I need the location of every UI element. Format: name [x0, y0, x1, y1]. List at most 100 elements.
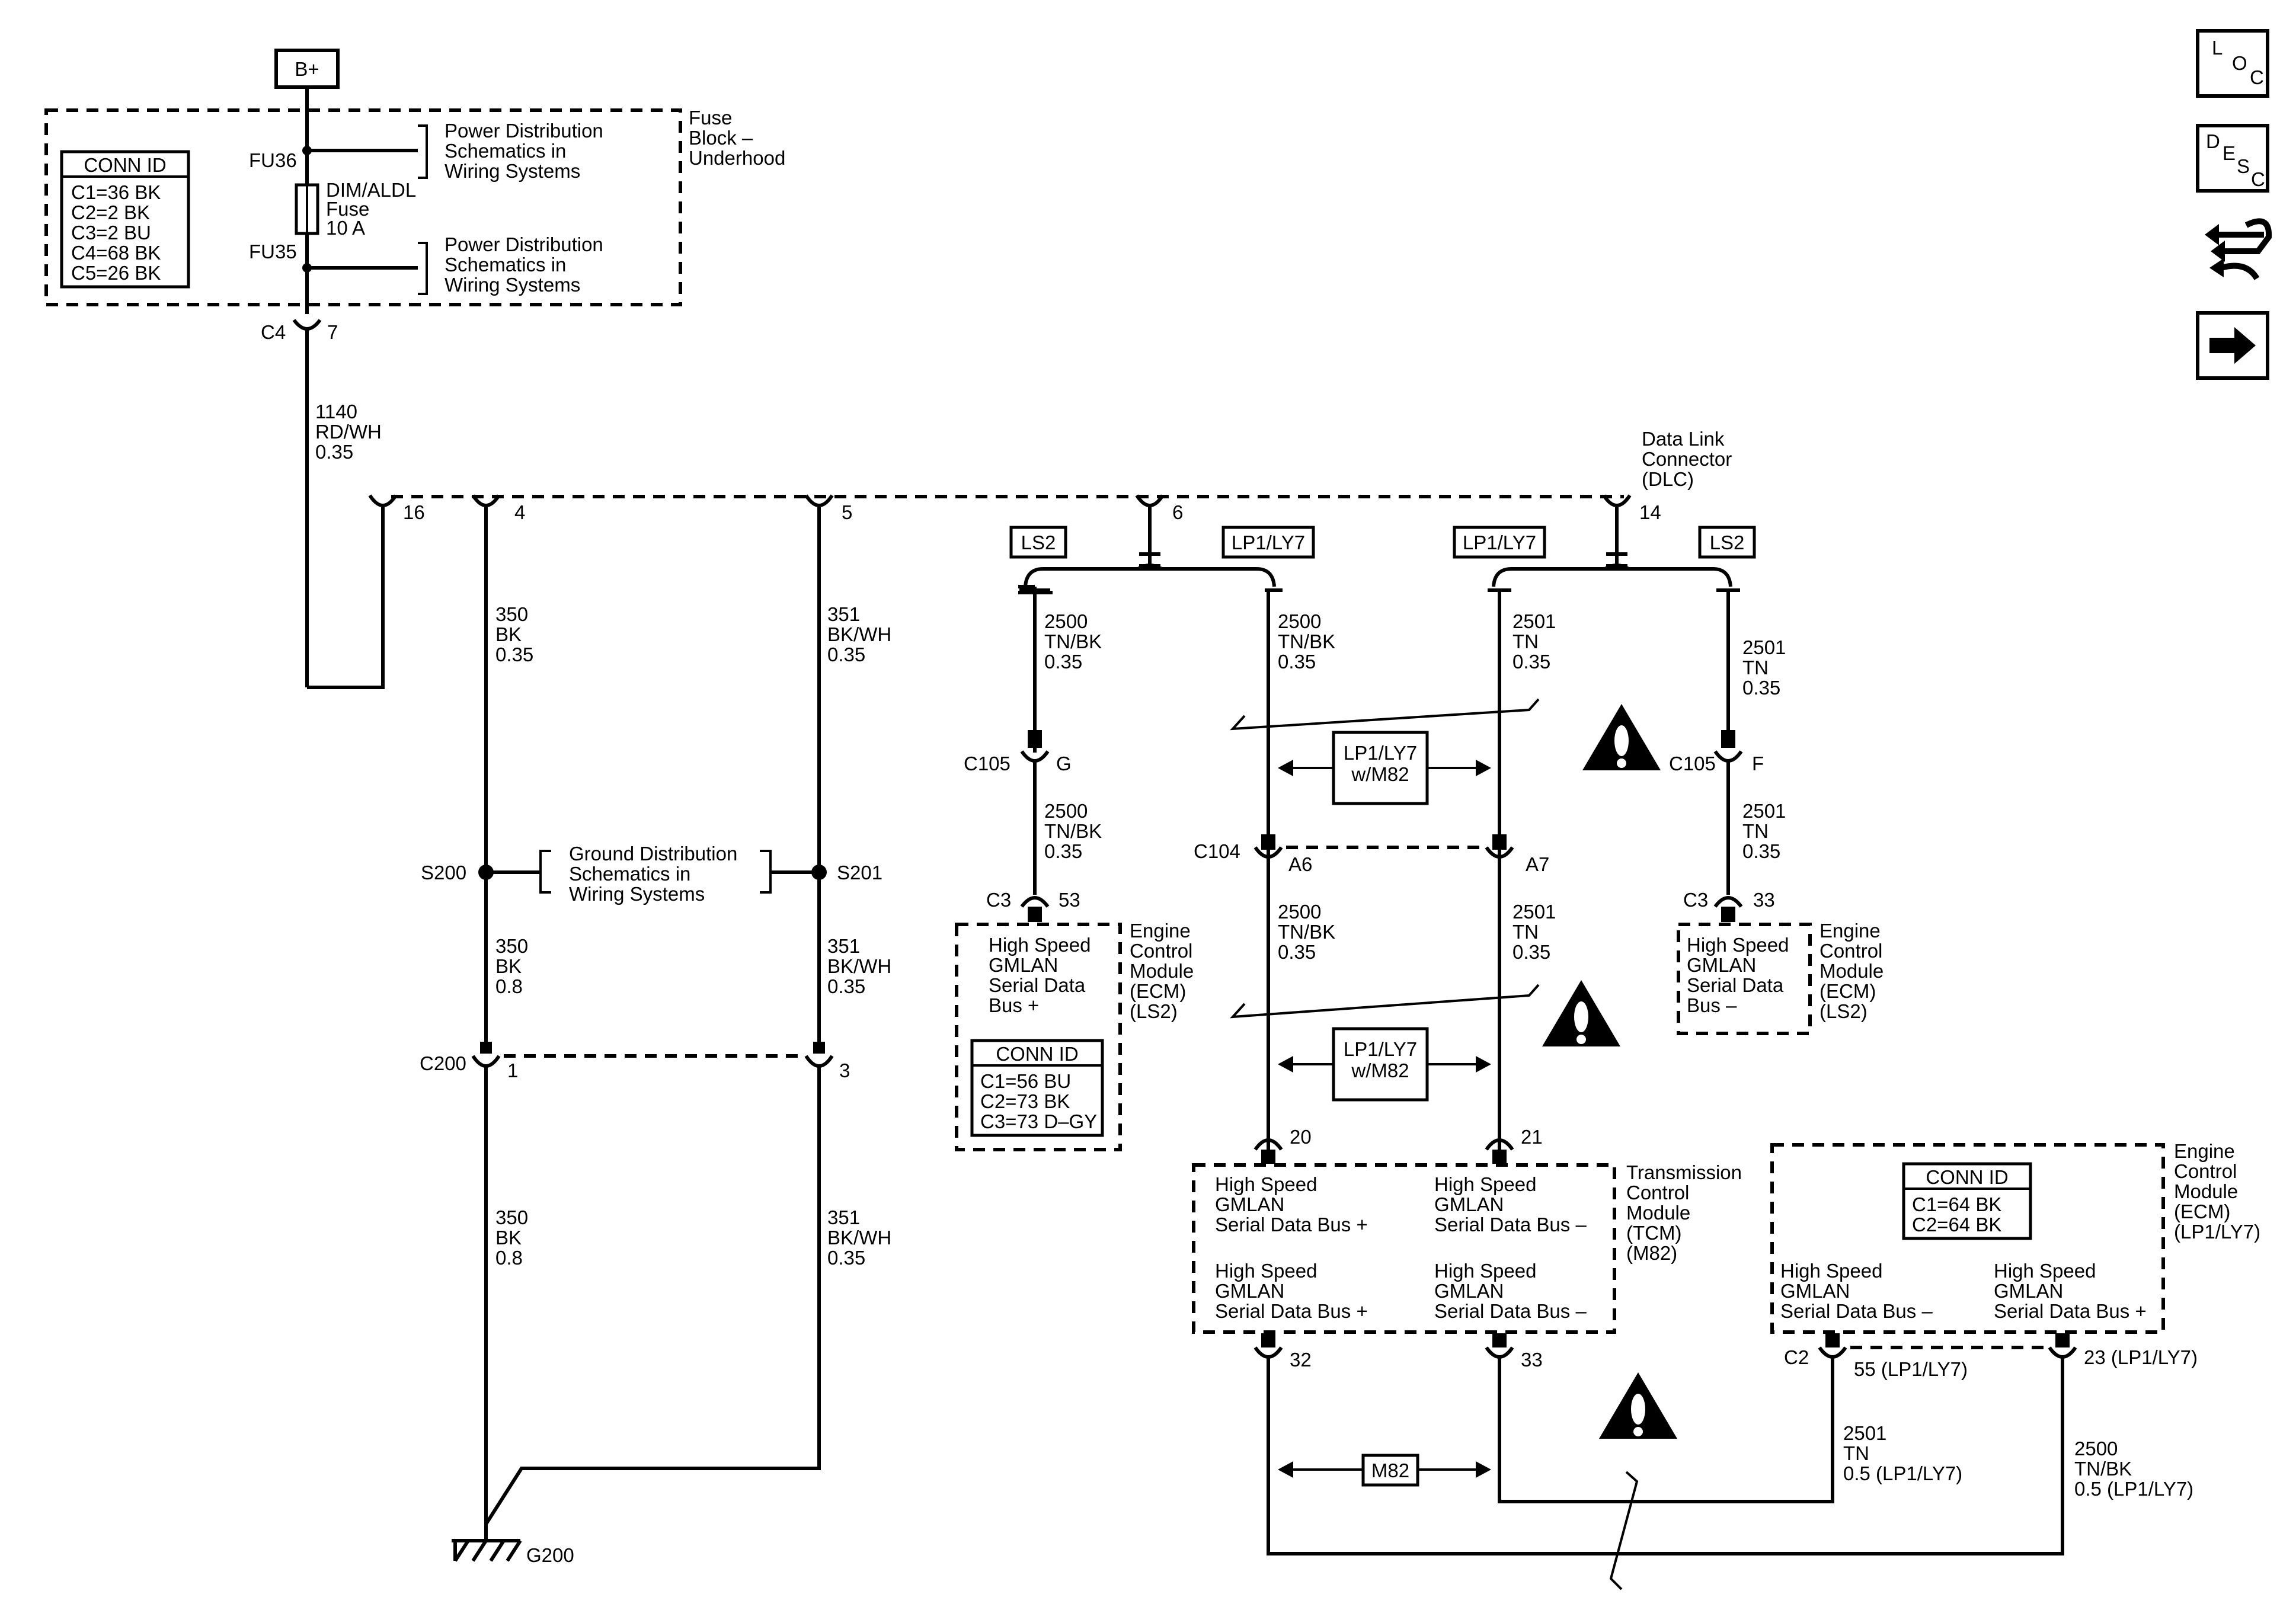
ecm-ls2-minus-text: High Speed GMLAN Serial Data Bus – [1687, 934, 1789, 1016]
svg-text:Serial Data Bus +: Serial Data Bus + [1215, 1214, 1368, 1235]
svg-text:2500: 2500 [1278, 610, 1321, 632]
svg-text:O: O [2232, 52, 2247, 74]
svg-text:Schematics in: Schematics in [445, 140, 566, 162]
tcm-text-top-right: High Speed GMLAN Serial Data Bus – [1434, 1173, 1587, 1235]
svg-text:High Speed: High Speed [1994, 1260, 2096, 1282]
c4-label: C4 [261, 321, 286, 343]
svg-text:BK: BK [495, 623, 522, 645]
svg-text:Engine: Engine [2174, 1140, 2235, 1162]
wire-2501-ls2: 2501 TN 0.35 [1742, 636, 1786, 699]
svg-text:TN: TN [1843, 1442, 1869, 1464]
loc-icon[interactable]: L O C [2196, 29, 2269, 98]
svg-text:2501: 2501 [1742, 636, 1786, 658]
svg-text:LS2: LS2 [1710, 532, 1745, 553]
svg-text:Serial Data Bus +: Serial Data Bus + [1215, 1300, 1368, 1322]
svg-text:Serial Data Bus –: Serial Data Bus – [1434, 1300, 1587, 1322]
svg-text:GMLAN: GMLAN [989, 954, 1058, 976]
svg-text:TN: TN [1742, 820, 1769, 842]
svg-text:Wiring Systems: Wiring Systems [569, 883, 705, 905]
dlc-pin-4: 4 [514, 501, 525, 523]
svg-text:C: C [2250, 66, 2264, 88]
svg-text:C: C [2251, 168, 2265, 190]
svg-text:0.35: 0.35 [1742, 840, 1780, 862]
svg-text:Data Link: Data Link [1642, 428, 1725, 450]
svg-text:Block –: Block – [689, 127, 753, 149]
svg-text:C2=2 BK: C2=2 BK [71, 201, 150, 223]
svg-text:350: 350 [495, 1206, 528, 1228]
next-arrow-icon[interactable] [2196, 311, 2269, 380]
tcm-outline [1192, 1163, 1616, 1334]
tcm-pin-21: 21 [1521, 1126, 1543, 1148]
svg-text:GMLAN: GMLAN [1994, 1280, 2063, 1302]
option-tag-ls2-b [1698, 526, 1756, 559]
svg-text:2501: 2501 [1742, 800, 1786, 822]
svg-text:TN/BK: TN/BK [2074, 1458, 2132, 1480]
option-box-lp1-m82-a [1332, 731, 1429, 805]
c200-pin-3: 3 [839, 1060, 850, 1081]
svg-text:351: 351 [827, 935, 860, 957]
svg-text:Serial Data Bus –: Serial Data Bus – [1780, 1300, 1933, 1322]
svg-text:0.35: 0.35 [315, 441, 353, 463]
connector-swap-icon[interactable] [2205, 218, 2272, 280]
svg-text:Control: Control [1819, 940, 1882, 962]
wire-2501-ls2-b: 2501 TN 0.35 [1742, 800, 1786, 862]
s201-label: S201 [837, 862, 882, 884]
c4-connector-symbol [292, 319, 322, 331]
svg-text:1140: 1140 [315, 401, 357, 422]
conn-id-table-ecm-lp1: CONN ID C1=64 BK C2=64 BK [1902, 1162, 2032, 1240]
option-tag-lp1-a [1221, 526, 1315, 559]
svg-text:High Speed: High Speed [1780, 1260, 1882, 1282]
svg-text:C2=64 BK: C2=64 BK [1912, 1214, 2001, 1235]
svg-text:0.5 (LP1/LY7): 0.5 (LP1/LY7) [2074, 1478, 2193, 1500]
svg-text:D: D [2206, 130, 2220, 152]
wire-351-a: 351 BK/WH 0.35 [827, 603, 891, 665]
wire-2500-ls2-b: 2500 TN/BK 0.35 [1044, 800, 1102, 862]
svg-text:Ground Distribution: Ground Distribution [569, 843, 737, 865]
svg-text:0.35: 0.35 [1512, 941, 1550, 963]
ecm-lp1-pin-23: 23 (LP1/LY7) [2084, 1346, 2198, 1368]
c200-pin-1: 1 [507, 1060, 518, 1081]
svg-text:2501: 2501 [1843, 1422, 1886, 1444]
svg-text:LP1/LY7: LP1/LY7 [1463, 532, 1536, 553]
wire-2500-ls2: 2500 TN/BK 0.35 [1044, 610, 1102, 673]
dlc-pin-5: 5 [842, 501, 852, 523]
wire-2500-ecm: 2500 TN/BK 0.5 (LP1/LY7) [2074, 1438, 2193, 1500]
tcm-text-bottom-right: High Speed GMLAN Serial Data Bus – [1434, 1260, 1587, 1322]
tcm-text-bottom-left: High Speed GMLAN Serial Data Bus + [1215, 1260, 1368, 1322]
dlc-pin-14: 14 [1639, 501, 1661, 523]
svg-text:GMLAN: GMLAN [1215, 1280, 1284, 1302]
svg-text:2501: 2501 [1512, 901, 1556, 923]
svg-text:0.35: 0.35 [827, 1247, 865, 1269]
svg-text:(ECM): (ECM) [1130, 980, 1186, 1002]
svg-text:GMLAN: GMLAN [1434, 1280, 1504, 1302]
dlc-label: Data Link Connector (DLC) [1642, 428, 1732, 490]
svg-text:10 A: 10 A [326, 217, 365, 239]
svg-text:GMLAN: GMLAN [1215, 1193, 1284, 1215]
wire-2500-lp1-b: 2500 TN/BK 0.35 [1278, 901, 1335, 963]
svg-text:Engine: Engine [1819, 920, 1881, 942]
svg-text:GMLAN: GMLAN [1434, 1193, 1504, 1215]
ecm-lp1-text-left: High Speed GMLAN Serial Data Bus – [1780, 1260, 1933, 1322]
svg-text:Power Distribution: Power Distribution [445, 120, 603, 142]
bplus-label: B+ [295, 58, 319, 80]
desc-icon[interactable]: D E S C [2196, 124, 2269, 193]
svg-text:High Speed: High Speed [1215, 1173, 1317, 1195]
break-line-3 [1609, 1471, 1639, 1590]
conn-id-table-fuse-block: CONN ID C1=36 BK C2=2 BK C3=2 BU C4=68 B… [60, 150, 190, 289]
svg-text:0.35: 0.35 [827, 975, 865, 997]
svg-text:TN/BK: TN/BK [1044, 630, 1102, 652]
wire-351-c: 351 BK/WH 0.35 [827, 1206, 891, 1269]
svg-text:2500: 2500 [1278, 901, 1321, 923]
svg-text:(LS2): (LS2) [1130, 1000, 1178, 1022]
c3-33-pin: 33 [1753, 889, 1775, 911]
svg-text:(M82): (M82) [1626, 1242, 1677, 1264]
c200-label: C200 [420, 1052, 466, 1074]
svg-text:350: 350 [495, 603, 528, 625]
svg-text:(DLC): (DLC) [1642, 468, 1694, 490]
power-distribution-ref-2: Power Distribution Schematics in Wiring … [445, 233, 603, 296]
svg-text:0.8: 0.8 [495, 975, 523, 997]
svg-text:C3=73 D–GY: C3=73 D–GY [980, 1110, 1097, 1132]
option-tag-ls2-a [1009, 526, 1067, 559]
c104-pin-a6: A6 [1288, 853, 1312, 875]
ecm-lp1-name: Engine Control Module (ECM) (LP1/LY7) [2174, 1140, 2260, 1243]
